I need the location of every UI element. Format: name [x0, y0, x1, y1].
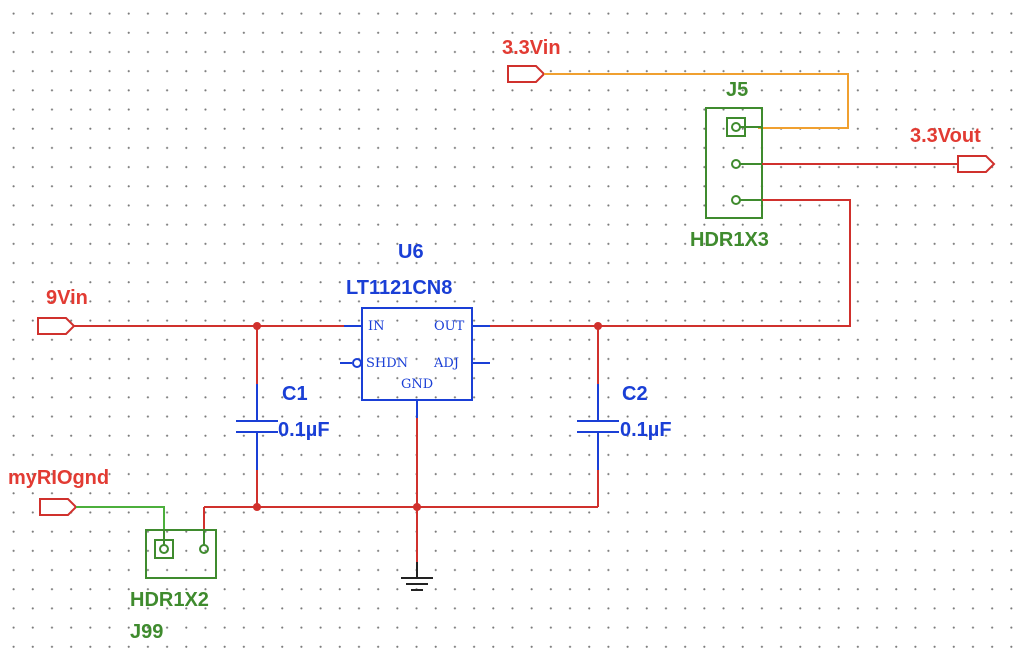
header-j5[interactable]: J5 HDR1X3 — [690, 79, 769, 251]
header-j5-ref[interactable]: J5 — [726, 79, 748, 101]
capacitor-c2[interactable]: C2 0.1µF — [577, 383, 672, 470]
pin-in-label: IN — [368, 319, 385, 334]
pin-out-label: OUT — [434, 319, 465, 334]
net-label-3v3in[interactable]: 3.3Vin — [502, 37, 561, 59]
net-myriognd[interactable]: myRIOgnd — [8, 467, 165, 530]
junction-dot — [253, 503, 261, 511]
regulator-part[interactable]: LT1121CN8 — [346, 277, 452, 299]
header-j5-pin3[interactable] — [731, 195, 741, 205]
junction-dot — [413, 503, 421, 511]
pin-gnd-label: GND — [401, 377, 433, 392]
header-j99-part[interactable]: HDR1X2 — [130, 589, 209, 611]
wire-j5-pin3-to-out[interactable] — [490, 199, 851, 327]
capacitor-c1-ref[interactable]: C1 — [282, 383, 308, 405]
header-j5-pin2[interactable] — [731, 159, 741, 169]
header-j99-pin2[interactable] — [199, 544, 209, 554]
port-myriognd[interactable] — [39, 498, 78, 516]
port-3v3in[interactable] — [507, 65, 546, 83]
net-label-3v3out[interactable]: 3.3Vout — [910, 125, 981, 147]
net-3v3out[interactable]: 3.3Vout — [762, 125, 996, 173]
header-j99-body[interactable] — [145, 529, 217, 579]
net-label-myriognd[interactable]: myRIOgnd — [8, 467, 109, 489]
junction-dot — [253, 322, 261, 330]
pin-adj-label: ADJ — [433, 356, 459, 371]
net-9vin[interactable]: 9Vin — [37, 287, 344, 335]
header-j5-pin1[interactable] — [731, 122, 741, 132]
ground-symbol[interactable] — [401, 562, 433, 591]
header-j99[interactable]: HDR1X2 J99 — [130, 529, 217, 643]
capacitor-c1-value[interactable]: 0.1µF — [278, 419, 330, 441]
port-9vin[interactable] — [37, 317, 76, 335]
junction-dot — [594, 322, 602, 330]
net-3v3in[interactable]: 3.3Vin — [502, 37, 849, 129]
header-j5-part[interactable]: HDR1X3 — [690, 229, 769, 251]
capacitor-c2-value[interactable]: 0.1µF — [620, 419, 672, 441]
wire-myriognd[interactable] — [76, 506, 165, 530]
net-label-9vin[interactable]: 9Vin — [46, 287, 88, 309]
wire-3v3in[interactable] — [544, 73, 849, 129]
header-j99-ref[interactable]: J99 — [130, 621, 163, 643]
regulator-ref[interactable]: U6 — [398, 241, 424, 263]
pin-shdn-inverter — [352, 358, 362, 368]
pin-shdn-label: SHDN — [366, 356, 408, 371]
regulator-u6[interactable]: IN OUT SHDN ADJ GND U6 LT1121CN8 — [340, 241, 490, 418]
header-j99-pin1[interactable] — [159, 544, 169, 554]
capacitor-c2-ref[interactable]: C2 — [622, 383, 648, 405]
capacitor-c1[interactable]: C1 0.1µF — [236, 383, 330, 470]
port-3v3out[interactable] — [957, 155, 996, 173]
